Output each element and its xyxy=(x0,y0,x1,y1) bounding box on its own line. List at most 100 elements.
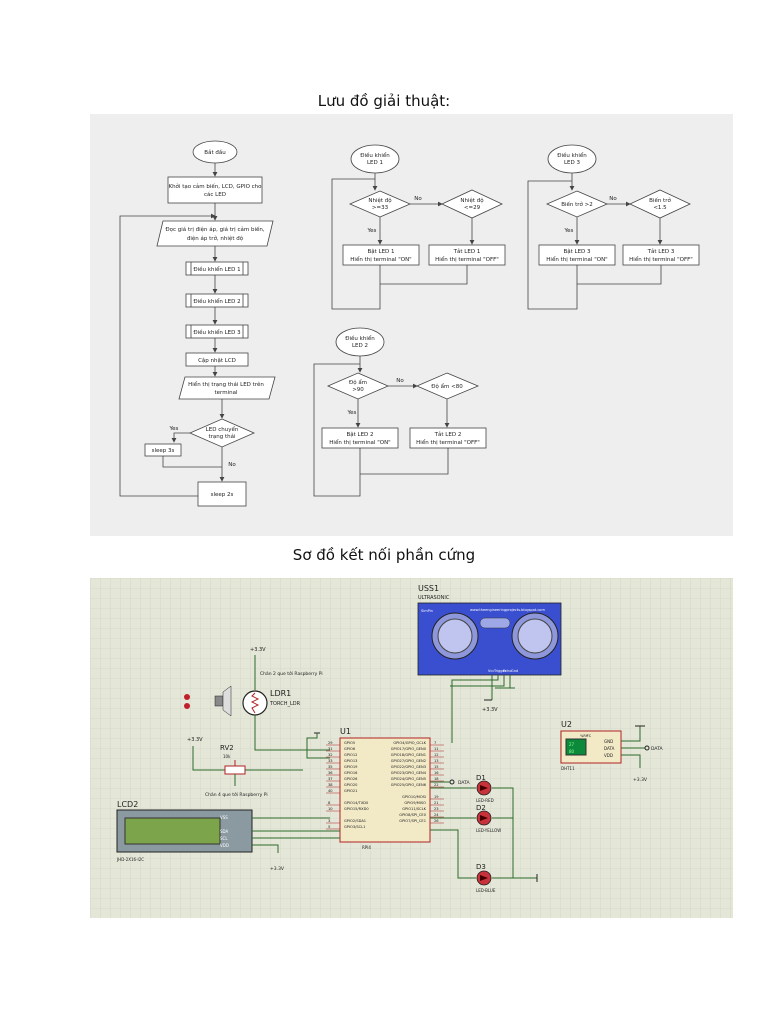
fc-terminal-node xyxy=(178,376,276,400)
u1-left-pin-number: 33 xyxy=(328,759,333,763)
u1-right-pin-name: GPIO11/SCLK xyxy=(402,807,426,811)
u1-left-pin-number: 31 xyxy=(328,747,333,751)
fc-led2-on-1: Bật LED 2 xyxy=(346,431,373,438)
dht11-unit-t: °C xyxy=(587,734,592,738)
u1-data-label: DATA xyxy=(458,780,471,786)
fc-led1-cond2-1: Nhiệt độ xyxy=(460,197,484,204)
flowchart-image: Bắt đầu Khởi tạo cảm biến, LCD, GPIO cho… xyxy=(90,114,733,536)
fc-led3-off-2: Hiển thị terminal "OFF" xyxy=(629,256,693,263)
hardware-heading: Sơ đồ kết nối phần cứng xyxy=(292,546,476,564)
u1-left-pin-name: GPIO15/RXD0 xyxy=(344,807,369,811)
fc-led3-start-2: LED 3 xyxy=(564,160,581,166)
fc-led1-on xyxy=(342,244,420,266)
flowchart-svg: Bắt đầu Khởi tạo cảm biến, LCD, GPIO cho… xyxy=(119,140,700,507)
fc-led2-yes: Yes xyxy=(347,410,357,416)
lcd-pin-sda: SDA xyxy=(220,829,229,834)
fc-led1-cond1 xyxy=(348,190,412,218)
fc-led1-cond1-1: Nhiệt độ xyxy=(368,197,392,204)
uss1-ref: USS1 xyxy=(418,584,439,593)
dht11-supply: +3.3V xyxy=(633,777,648,783)
u1-right-pin-number: 23 xyxy=(434,807,439,811)
fc-init-text-2: các LED xyxy=(204,191,226,198)
u2-part: DHT11 xyxy=(561,766,575,771)
fc-terminal-text-1: Hiển thị trạng thái LED trên xyxy=(188,381,264,388)
schematic-image: USS1 ULTRASONIC www.theengineeringprojec… xyxy=(90,578,733,918)
lcd-pin-scl: SCL xyxy=(220,836,228,841)
u1-left-pin-number: 35 xyxy=(328,765,333,769)
fc-led2-start-2: LED 2 xyxy=(352,343,368,349)
fc-init-text-1: Khởi tạo cảm biến, LCD, GPIO cho xyxy=(168,183,262,190)
dht11-pin-gnd: GND xyxy=(604,739,613,744)
ldr-supply: +3.3V xyxy=(250,647,266,653)
u1-right-pin-number: 18 xyxy=(434,777,439,781)
uss1-type: ULTRASONIC xyxy=(418,595,450,601)
rv2-ref: RV2 xyxy=(220,744,234,752)
u1-left-pin-name: GPIO2/SDA1 xyxy=(344,819,366,823)
rv2-potentiometer xyxy=(224,765,246,775)
u1-right-pin-number: 19 xyxy=(434,795,439,799)
u1-left-pin-name: GPIO14/TXD0 xyxy=(344,801,369,805)
led-d3-label: LED-BLUE xyxy=(476,888,496,893)
fc-yes-label: Yes xyxy=(169,426,179,432)
dht11-pin-data: DATA xyxy=(604,746,615,751)
u1-right-pin-name: GPIO17/GPIO_GEN0 xyxy=(391,747,427,751)
fc-sleep2-node xyxy=(197,481,247,507)
led-d3-ref: D3 xyxy=(476,863,486,871)
uss1-pin-vcc: Vcc xyxy=(488,669,494,673)
fc-start-text: Bắt đầu xyxy=(204,148,225,156)
fc-led2-start xyxy=(335,327,385,357)
fc-decision-node xyxy=(189,418,255,448)
u1-right-pin-number: 13 xyxy=(434,759,439,763)
fc-led2-node xyxy=(185,293,249,308)
fc-sleep3-text: sleep 3s xyxy=(152,448,175,454)
lcd-ref: LCD2 xyxy=(117,800,138,809)
u1-right-pin-name: GPIO18/GPIO_GEN1 xyxy=(391,753,426,757)
u1-left-pin-number: 36 xyxy=(328,771,333,775)
dht11-net: DATA xyxy=(651,746,664,752)
fc-led3-start xyxy=(547,144,597,174)
dht11-pin-vdd: VDD xyxy=(604,753,613,758)
fc-init-node xyxy=(167,176,263,204)
fc-decision-text-2: trạng thái xyxy=(208,433,236,440)
u1-right-pin-name: GPIO25/GPIO_GEN6 xyxy=(391,783,427,787)
fc-led3-yes: Yes xyxy=(564,228,574,234)
ldr-ref: LDR1 xyxy=(270,689,291,698)
flowchart-heading: Lưu đồ giải thuật: xyxy=(317,92,451,110)
fc-led1-node xyxy=(185,261,249,276)
fc-read-text-2: điện áp trở, nhiệt độ xyxy=(187,235,244,242)
u1-left-pin-number: 8 xyxy=(328,801,331,805)
u1-right-pin-name: GPIO22/GPIO_GEN3 xyxy=(391,765,426,769)
u1-left-pins: GPIO529GPIO631GPIO1232GPIO1333GPIO1935GP… xyxy=(326,741,369,830)
u1-ref: U1 xyxy=(340,727,351,736)
uss1-simpin: SimPin xyxy=(421,609,433,613)
u1-left-pin-number: 29 xyxy=(328,741,333,745)
fc-led2-cond1-1: Độ ẩm xyxy=(349,379,367,386)
uss1-pin-echo: Echo xyxy=(503,669,512,673)
fc-led3-node xyxy=(185,324,249,339)
u1-right-pin-name: GPIO4/GPIO_GCLK xyxy=(393,741,426,745)
led-d1-ref: D1 xyxy=(476,774,486,782)
u1-left-pin-name: GPIO5 xyxy=(344,741,355,745)
fc-led1-text: Điều khiển LED 1 xyxy=(193,265,240,273)
fc-led1-on-2: Hiển thị terminal "ON" xyxy=(350,256,411,263)
fc-led3-on-2: Hiển thị terminal "ON" xyxy=(546,256,607,263)
u1-left-pin-name: GPIO26 xyxy=(344,777,358,781)
fc-led1-start-1: Điều khiển xyxy=(360,151,390,159)
schematic-svg: USS1 ULTRASONIC www.theengineeringprojec… xyxy=(90,578,733,918)
fc-led3-cond2-1: Biến trở xyxy=(649,197,671,204)
fc-lcd-text: Cập nhật LCD xyxy=(198,357,236,364)
u1-right-pin-name: GPIO8/SPI_CE0 xyxy=(399,813,426,817)
ldr-note: Chân 2 que tới Raspberry Pi xyxy=(260,670,323,677)
uss1-pin-trigger: Trigger xyxy=(493,669,507,673)
u1-left-pin-name: GPIO13 xyxy=(344,759,357,763)
u1-part: RPI4 xyxy=(362,845,371,850)
uss1-site: www.theengineeringprojects.blogspot.com xyxy=(470,608,545,612)
fc-led2-no: No xyxy=(396,378,404,384)
lcd-pin-vss: VSS xyxy=(220,815,228,820)
dht11-hum: 80 xyxy=(569,749,575,754)
fc-led3-off-1: Tắt LED 3 xyxy=(647,248,675,255)
fc-led2-cond1-2: >90 xyxy=(352,387,364,393)
fc-sleep2-text: sleep 2s xyxy=(211,492,234,498)
u1-right-pin-name: GPIO23/GPIO_GEN4 xyxy=(391,771,427,775)
fc-read-text-1: Đọc giá trị điện áp, giá trị cảm biến, xyxy=(165,226,264,233)
